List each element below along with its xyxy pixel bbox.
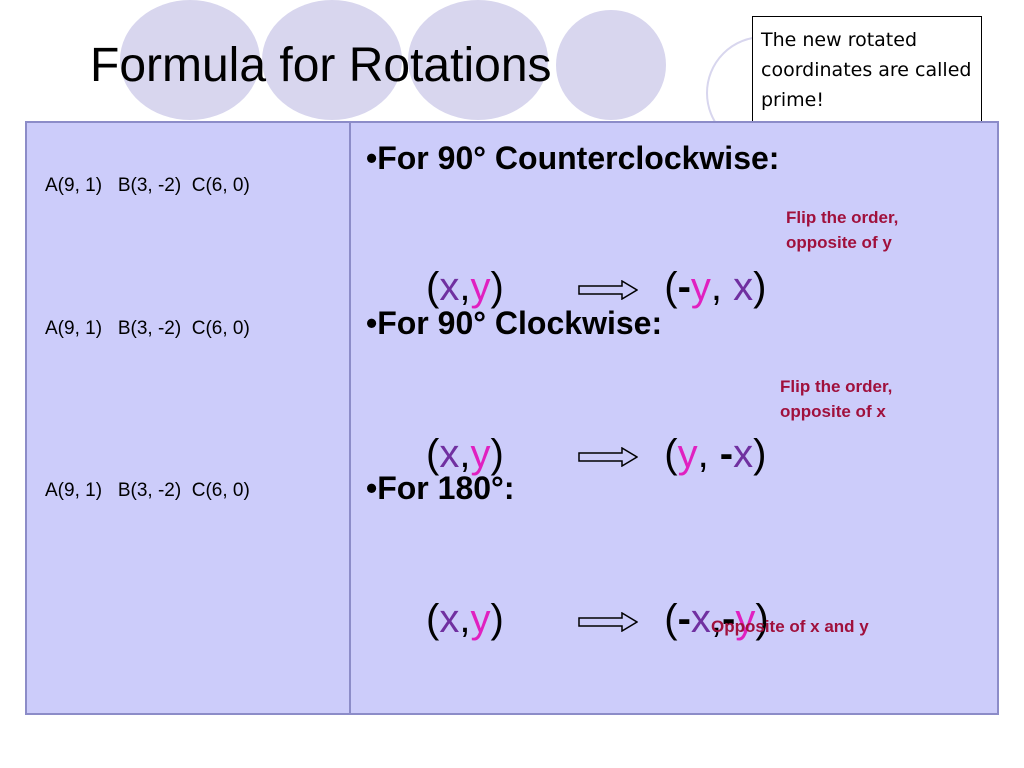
rule-note-180: Opposite of x and y: [711, 617, 869, 636]
points-row-3: A(9, 1) B(3, -2) C(6, 0): [45, 480, 250, 501]
rule-heading-180: •For 180°:: [366, 470, 515, 506]
decorative-circle: [120, 0, 260, 120]
points-panel: [25, 121, 351, 715]
points-row-1: A(9, 1) B(3, -2) C(6, 0): [45, 175, 250, 196]
right-arrow-icon: [534, 220, 639, 355]
right-arrow-icon: [534, 552, 639, 687]
right-arrow-icon: [534, 387, 639, 522]
rule-heading-90-ccw: •For 90° Counterclockwise:: [366, 140, 780, 176]
formula-90-ccw: (x,y) (-y, x): [426, 220, 766, 355]
formula-90-cw: (x,y) (y, -x): [426, 387, 766, 522]
decorative-circle: [556, 10, 666, 120]
callout-box: The new rotated coordinates are called p…: [752, 16, 982, 122]
points-row-2: A(9, 1) B(3, -2) C(6, 0): [45, 318, 250, 339]
rule-note-90-ccw: Flip the order, opposite of y: [786, 208, 899, 252]
rule-heading-90-cw: •For 90° Clockwise:: [366, 305, 663, 341]
formula-180: (x,y) (-x,-y): [426, 552, 769, 687]
page-title: Formula for Rotations: [90, 39, 552, 92]
decorative-circle: [262, 0, 402, 120]
rule-note-90-cw: Flip the order, opposite of x: [780, 377, 893, 421]
decorative-circle: [408, 0, 548, 120]
rules-panel: [349, 121, 999, 715]
